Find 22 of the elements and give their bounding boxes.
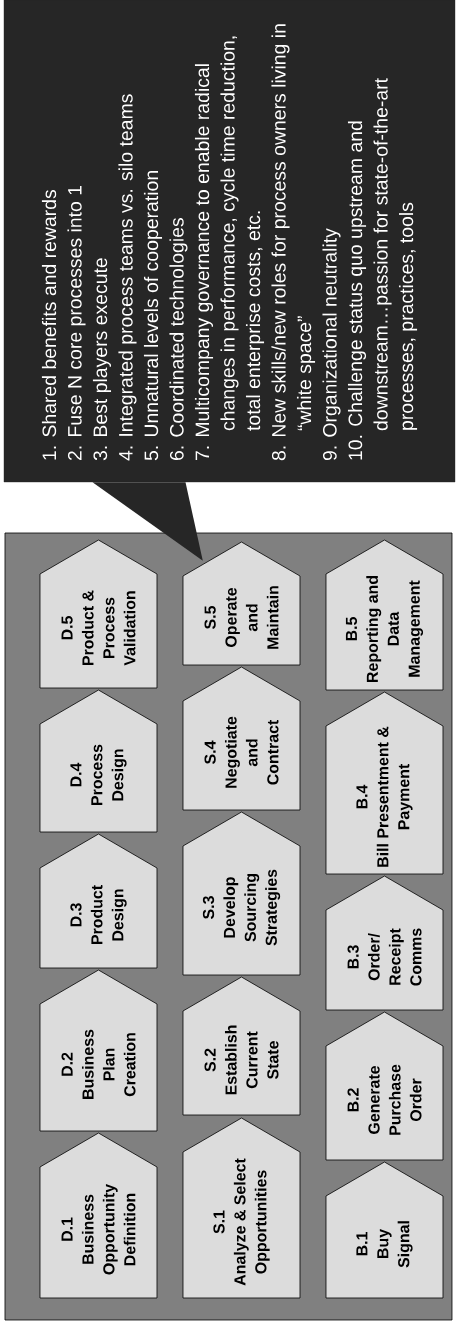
list-item: 1. Shared benefits and rewards bbox=[41, 190, 57, 460]
callout-box bbox=[3, 0, 456, 483]
list-item: 5. Unnatural levels of cooperation bbox=[143, 171, 163, 461]
step-pentagon: S.4 Negotiate and Contract bbox=[182, 666, 301, 811]
step-pentagon: D.3 Product Design bbox=[39, 833, 158, 969]
list-item: 7. Multicompany governance to enable radical changes in performance, cycle time reduction, total enterprise costs, etc. bbox=[194, 36, 265, 460]
list-item: 2. Fuse N core processes into 1 bbox=[67, 185, 86, 461]
list-item: 8. New skills/new roles for process owners living in “white space” bbox=[271, 24, 316, 461]
list-item: 4. Integrated process teams vs. silo teams bbox=[118, 94, 137, 461]
list-item: 9. Organizational neutrality bbox=[322, 228, 341, 461]
step-pentagon: B.1 Buy Signal bbox=[325, 1161, 444, 1299]
callout-pointer bbox=[92, 482, 203, 561]
step-pentagon: S.5 Operate and Maintain bbox=[182, 541, 301, 666]
step-pentagon: D.4 Process Design bbox=[39, 689, 158, 833]
step-pentagon: B.4 Bill Presentment & Payment bbox=[325, 691, 444, 875]
list-item: 3. Best players execute bbox=[92, 258, 112, 461]
step-pentagon: S.2 Establish Current State bbox=[182, 976, 301, 1116]
step-pentagon: D.5 Product & Process Validation bbox=[39, 539, 158, 689]
step-pentagon: S.1 Analyze & Select Opportunities bbox=[182, 1117, 301, 1299]
step-pentagon: B.3 Order/ Receipt Comms bbox=[325, 875, 444, 1011]
list-item: 10. Challenge status quo upstream and downstream…passion for state-of-the-art processes, practices, tools bbox=[347, 78, 418, 460]
list-item: 6. Coordinated technologies bbox=[169, 218, 188, 461]
